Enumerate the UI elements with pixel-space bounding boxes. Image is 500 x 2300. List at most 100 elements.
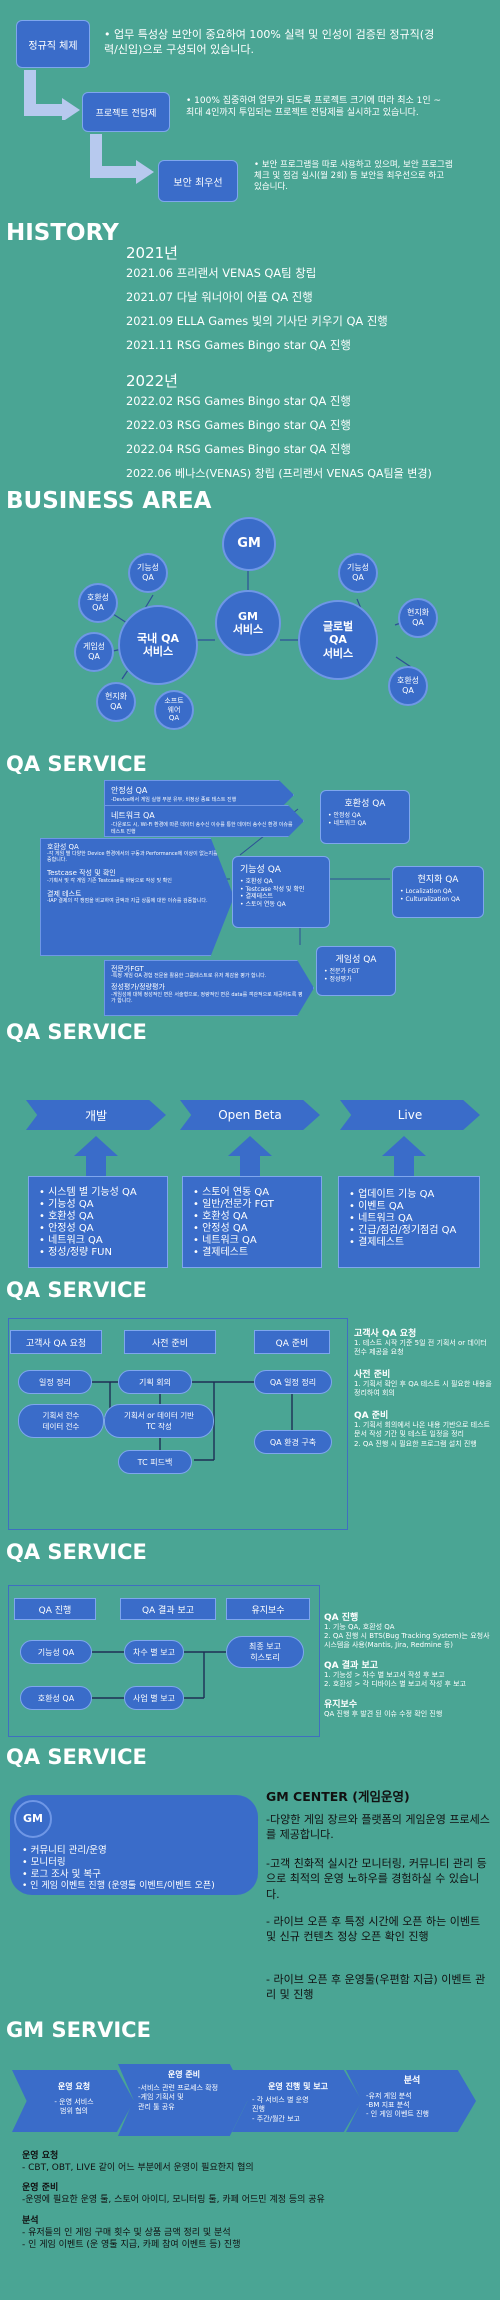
compatibility-qa-circle: 호환성 QA bbox=[78, 583, 118, 623]
functional-qa-circle: 기능성 QA bbox=[128, 553, 168, 593]
local-qa-panel: 현지화 QA Localization QA Culturalization Q… bbox=[392, 866, 484, 918]
live-item: 결제테스트 bbox=[349, 1237, 469, 1249]
beta-item: 안정성 QA bbox=[193, 1223, 311, 1235]
qa4-header-maintenance: 유지보수 bbox=[226, 1598, 310, 1620]
global-functional-qa-circle: 기능성 QA bbox=[338, 553, 378, 593]
gm-center-item: 모니터링 bbox=[22, 1857, 254, 1869]
live-list-panel: 업데이트 기능 QA 이벤트 QA 네트워크 QA 긴급/점검/정기점검 QA … bbox=[338, 1176, 480, 1268]
qa-service-title-3: QA SERVICE bbox=[6, 1278, 147, 1302]
gm-tab-analysis: 분석 -유저 게임 분석 -BM 지표 분석 - 인 게임 이벤트 진행 bbox=[346, 2070, 476, 2132]
tc-feedback-node: TC 피드백 bbox=[118, 1450, 192, 1474]
compat-item: 안정성 QA bbox=[328, 812, 402, 820]
dev-item: 기능성 QA bbox=[39, 1199, 157, 1211]
security-box: 보안 최우선 bbox=[158, 160, 238, 202]
global-localization-qa-circle: 현지화 QA bbox=[398, 598, 438, 638]
qa3-frame bbox=[8, 1318, 348, 1530]
history-item: 2021.09 ELLA Games 빛의 기사단 키우기 QA 진행 bbox=[126, 314, 388, 328]
compat-qa-panel: 호환성 QA 안정성 QA 네트워크 QA bbox=[320, 790, 410, 844]
functional-qa-node: 기능성 QA bbox=[20, 1640, 92, 1664]
gm-center-para: -고객 친화적 실시간 모니터링, 커뮤니티 관리 등으로 최적의 운영 노하우… bbox=[266, 1857, 487, 1901]
beta-item: 결제테스트 bbox=[193, 1247, 311, 1259]
project-dedicated-box: 프로젝트 전담제 bbox=[82, 92, 170, 132]
live-item: 이벤트 QA bbox=[349, 1201, 469, 1213]
gm-center-item: 로그 조사 및 복구 bbox=[22, 1869, 254, 1881]
software-qa-circle: 소프트 웨어 QA bbox=[154, 690, 194, 730]
security-text: • 보안 프로그램을 따로 사용하고 있으며, 보안 프로그램 체크 및 점검 … bbox=[254, 160, 453, 193]
final-report-node: 최종 보고 히스토리 bbox=[226, 1636, 304, 1668]
qa-service-title-5: QA SERVICE bbox=[6, 1745, 147, 1769]
gm-center-item: 커뮤니티 관리/운영 bbox=[22, 1845, 254, 1857]
qa3-header-prep: 사전 준비 bbox=[124, 1330, 216, 1354]
gm-tab-request: 운영 요청 - 운영 서비스 범위 협의 bbox=[12, 2070, 134, 2132]
gm-badge: GM bbox=[14, 1800, 52, 1838]
dev-list-panel: 시스템 별 기능성 QA 기능성 QA 호환성 QA 안정성 QA 네트워크 Q… bbox=[28, 1176, 168, 1268]
business-title: BUSINESS AREA bbox=[6, 488, 212, 514]
dev-item: 네트워크 QA bbox=[39, 1235, 157, 1247]
beta-item: 호환성 QA bbox=[193, 1211, 311, 1223]
compat-qa-node: 호환성 QA bbox=[20, 1686, 92, 1710]
gameplay-qa-panel: 게임성 QA 전문가 FGT 정성평가 bbox=[316, 946, 396, 996]
round-report-node: 차수 별 보고 bbox=[124, 1640, 184, 1664]
gm-service-circle: GM 서비스 bbox=[215, 590, 281, 656]
history-title: HISTORY bbox=[6, 220, 119, 246]
qa-env-node: QA 환경 구축 bbox=[254, 1430, 332, 1454]
stage-open-beta: Open Beta bbox=[180, 1100, 320, 1130]
history-item: 2022.04 RSG Games Bingo star QA 진행 bbox=[126, 442, 351, 456]
regular-staff-box: 정규직 체제 bbox=[16, 20, 90, 68]
qa3-header-request: 고객사 QA 요청 bbox=[10, 1330, 102, 1354]
doc-transfer-node: 기획서 전수 데이터 전수 bbox=[18, 1404, 104, 1438]
qa4-header-report: QA 결과 보고 bbox=[120, 1598, 216, 1620]
functional-item: 스토어 연동 QA bbox=[240, 901, 322, 909]
qa-schedule-node: QA 일정 정리 bbox=[254, 1370, 332, 1394]
global-compatibility-qa-circle: 호환성 QA bbox=[388, 666, 428, 706]
beta-item: 네트워크 QA bbox=[193, 1235, 311, 1247]
fgt-block: 전문가FGT-특정 게임 QA 경험 전문을 활용한 그룹테스트로 유저 체감을… bbox=[104, 960, 314, 1016]
functional-qa-panel: 기능성 QA 호환성 QA Testcase 작성 및 확인 결제테스트 스토어… bbox=[232, 856, 330, 928]
gm-center-list: 커뮤니티 관리/운영 모니터링 로그 조사 및 복구 인 게임 이벤트 진행 (… bbox=[22, 1845, 254, 1892]
global-qa-circle: 글로벌 QA 서비스 bbox=[298, 600, 378, 680]
gm-tab-prepare: 운영 준비 -서비스 관련 프로세스 확정 -게임 기획서 및 관리 툴 공유 bbox=[118, 2064, 248, 2136]
dev-item: 안정성 QA bbox=[39, 1223, 157, 1235]
beta-item: 일반/전문가 FGT bbox=[193, 1199, 311, 1211]
gm-center-para: -다양한 게임 장르와 플랫폼의 게임운영 프로세스를 제공합니다. bbox=[266, 1813, 490, 1842]
gameplay-qa-circle: 게임성 QA bbox=[74, 632, 114, 672]
network-qa-block: 네트워크 QA-다운로드 시, Wi-Fi 환경에 따른 데이터 송수신 이슈를… bbox=[104, 805, 304, 837]
local-item: Culturalization QA bbox=[400, 896, 476, 904]
planning-meeting-node: 기획 회의 bbox=[118, 1370, 192, 1394]
compat-test-block: 호환성 QA-각 게임 별 다양한 Device 환경에서의 구동과 Perfo… bbox=[40, 838, 234, 956]
qa4-connectors bbox=[92, 1651, 226, 1699]
beta-list-panel: 스토어 연동 QA 일반/전문가 FGT 호환성 QA 안정성 QA 네트워크 … bbox=[182, 1176, 322, 1268]
qa-service-title-1: QA SERVICE bbox=[6, 752, 147, 776]
local-item: Localization QA bbox=[400, 888, 476, 896]
live-item: 긴급/점검/정기점검 QA bbox=[349, 1225, 469, 1237]
localization-qa-circle: 현지화 QA bbox=[96, 682, 136, 722]
game-item: 전문가 FGT bbox=[324, 968, 388, 976]
functional-item: 결제테스트 bbox=[240, 893, 322, 901]
gm-center-title: GM CENTER (게임운영) bbox=[266, 1789, 410, 1804]
gm-service-title: GM SERVICE bbox=[6, 2018, 151, 2042]
compat-item: 네트워크 QA bbox=[328, 820, 402, 828]
gm-notes: 운영 요청 - CBT, OBT, LIVE 같이 어느 부분에서 운영이 필요… bbox=[22, 2151, 325, 2250]
game-item: 정성평가 bbox=[324, 976, 388, 984]
qa3-side-notes: 고객사 QA 요청 1. 테스트 시작 기준 5일 전 기획서 or 데이터 전… bbox=[354, 1329, 492, 1448]
qa-service-title-4: QA SERVICE bbox=[6, 1540, 147, 1564]
qa3-header-qaprep: QA 준비 bbox=[254, 1330, 330, 1354]
domestic-qa-circle: 국내 QA 서비스 bbox=[118, 605, 198, 685]
history-year: 2022년 bbox=[126, 372, 178, 390]
qa4-frame bbox=[8, 1585, 320, 1737]
stage-live: Live bbox=[340, 1100, 480, 1130]
history-item: 2021.07 다날 워너아이 어플 QA 진행 bbox=[126, 290, 313, 304]
stage-arrows bbox=[74, 1136, 426, 1176]
gm-center-item: 인 게임 이벤트 진행 (운영툴 이벤트/이벤트 오픈) bbox=[22, 1881, 254, 1892]
history-item: 2022.06 베나스(VENAS) 창립 (프리랜서 VENAS QA팀을 변… bbox=[126, 467, 432, 480]
dev-item: 시스템 별 기능성 QA bbox=[39, 1187, 157, 1199]
device-report-node: 사업 별 보고 bbox=[124, 1686, 184, 1710]
history-item: 2021.11 RSG Games Bingo star QA 진행 bbox=[126, 338, 351, 352]
live-item: 업데이트 기능 QA bbox=[349, 1189, 469, 1201]
process-arrow-1 bbox=[24, 70, 80, 120]
functional-item: 호환성 QA bbox=[240, 878, 322, 886]
dev-item: 정성/정량 FUN bbox=[39, 1247, 157, 1259]
qa4-side-notes: QA 진행 1. 기능 QA, 호환성 QA 2. QA 진행 시 BTS(Bu… bbox=[324, 1613, 490, 1719]
beta-item: 스토어 연동 QA bbox=[193, 1187, 311, 1199]
history-item: 2022.02 RSG Games Bingo star QA 진행 bbox=[126, 394, 351, 408]
